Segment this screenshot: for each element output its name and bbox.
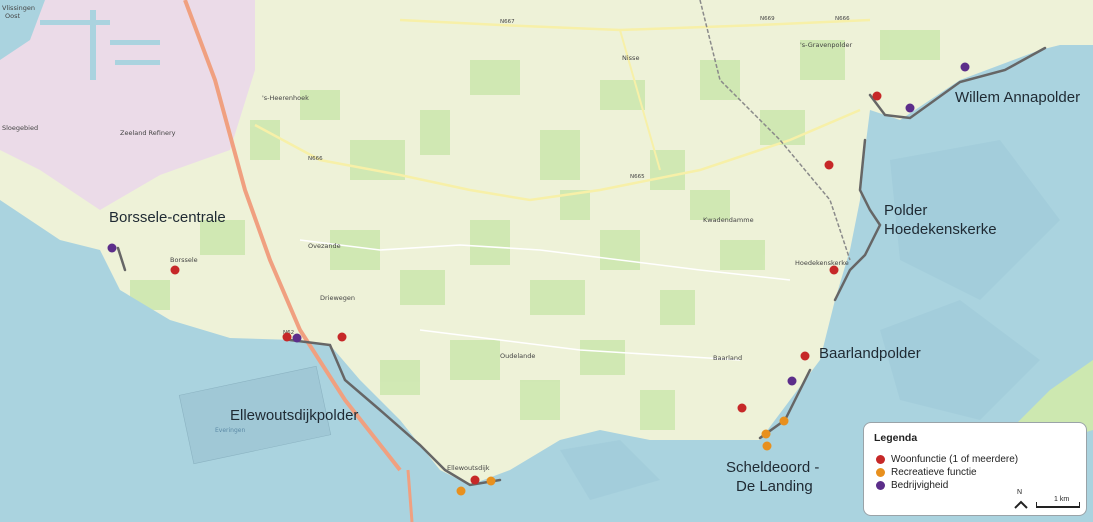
svg-text:Oudelande: Oudelande (500, 352, 535, 360)
peninsula-east (1000, 360, 1093, 440)
markers-bedrijvigheid[interactable] (107, 62, 970, 386)
legend-item-woonfunctie: Woonfunctie (1 of meerdere) (876, 454, 1018, 465)
svg-text:Hoedekenskerke: Hoedekenskerke (795, 259, 849, 267)
svg-text:N666: N666 (308, 156, 323, 162)
markers-woonfunctie[interactable] (170, 91, 882, 485)
svg-text:Nisse: Nisse (622, 54, 639, 62)
legend-title: Legenda (874, 432, 918, 444)
marker-bedrijvigheid[interactable] (107, 243, 117, 253)
svg-text:N669: N669 (760, 16, 775, 22)
svg-text:Sloegebied: Sloegebied (2, 124, 38, 132)
marker-woonfunctie[interactable] (337, 332, 347, 342)
label-baarlandpolder: Baarlandpolder (819, 345, 921, 362)
legend: Legenda Woonfunctie (1 of meerdere) Recr… (863, 422, 1087, 516)
marker-woonfunctie[interactable] (872, 91, 882, 101)
legend-label: Recreatieve functie (891, 467, 977, 478)
legend-label: Bedrijvigheid (891, 480, 949, 491)
scale-bar: 1 km (1036, 496, 1082, 511)
town-labels: Vlissingen Oost Sloegebied Zeeland Refin… (2, 4, 852, 472)
svg-text:Borssele: Borssele (170, 256, 198, 264)
legend-item-recreatief: Recreatieve functie (876, 467, 977, 478)
harbour-basins (40, 10, 160, 80)
svg-text:N665: N665 (630, 174, 645, 180)
marker-bedrijvigheid[interactable] (960, 62, 970, 72)
dike-lines (116, 46, 1047, 487)
legend-dot-bedrijvigheid (876, 481, 885, 490)
roads (183, 0, 871, 472)
svg-text:N666: N666 (835, 16, 850, 22)
marker-recreatief[interactable] (761, 429, 771, 439)
north-arrow-icon: N (1012, 489, 1030, 511)
svg-text:'s-Gravenpolder: 's-Gravenpolder (800, 41, 852, 49)
label-scheldeoord: Scheldeoord - (726, 459, 819, 476)
legend-dot-woonfunctie (876, 455, 885, 464)
svg-text:Baarland: Baarland (713, 354, 742, 362)
legend-label: Woonfunctie (1 of meerdere) (891, 454, 1019, 465)
svg-text:Ellewoutsdijk: Ellewoutsdijk (447, 464, 490, 472)
everingen-anchorage (178, 365, 332, 465)
label-hoedekenskerke: Hoedekenskerke (884, 221, 997, 238)
svg-text:'s-Heerenhoek: 's-Heerenhoek (262, 94, 309, 102)
sandbanks (560, 140, 1060, 500)
label-borssele-centrale: Borssele-centrale (109, 209, 226, 226)
label-polder: Polder (884, 202, 927, 219)
label-de-landing: De Landing (736, 478, 813, 495)
svg-text:Vlissingen: Vlissingen (2, 4, 35, 12)
svg-text:Oost: Oost (5, 12, 20, 20)
svg-text:Everingen: Everingen (215, 427, 245, 434)
marker-bedrijvigheid[interactable] (292, 333, 302, 343)
svg-text:N667: N667 (500, 19, 515, 25)
legend-item-bedrijvigheid: Bedrijvigheid (876, 480, 948, 491)
marker-bedrijvigheid[interactable] (905, 103, 915, 113)
marker-recreatief[interactable] (779, 416, 789, 426)
marker-woonfunctie[interactable] (829, 265, 839, 275)
marker-recreatief[interactable] (456, 486, 466, 496)
label-ellewoutsdijkpolder: Ellewoutsdijkpolder (230, 407, 358, 424)
svg-text:Driewegen: Driewegen (320, 294, 355, 302)
marker-bedrijvigheid[interactable] (787, 376, 797, 386)
legend-dot-recreatief (876, 468, 885, 477)
industrial-area (0, 0, 255, 210)
marker-woonfunctie[interactable] (170, 265, 180, 275)
water-northwest (0, 0, 45, 60)
svg-text:Kwadendamme: Kwadendamme (703, 216, 754, 224)
svg-text:Zeeland Refinery: Zeeland Refinery (120, 129, 176, 137)
marker-woonfunctie[interactable] (737, 403, 747, 413)
marker-woonfunctie[interactable] (800, 351, 810, 361)
scale-label: 1 km (1054, 496, 1070, 503)
marker-recreatief[interactable] (762, 441, 772, 451)
region-labels: Borssele-centrale Willem Annapolder Pold… (109, 89, 1080, 495)
marker-woonfunctie[interactable] (470, 475, 480, 485)
svg-text:Ovezande: Ovezande (308, 242, 341, 250)
marker-woonfunctie[interactable] (282, 332, 292, 342)
marker-recreatief[interactable] (486, 476, 496, 486)
label-willem-annapolder: Willem Annapolder (955, 89, 1080, 106)
north-label: N (1017, 489, 1023, 496)
markers-recreatief[interactable] (456, 416, 789, 496)
marker-woonfunctie[interactable] (824, 160, 834, 170)
ferry-line (406, 469, 414, 522)
